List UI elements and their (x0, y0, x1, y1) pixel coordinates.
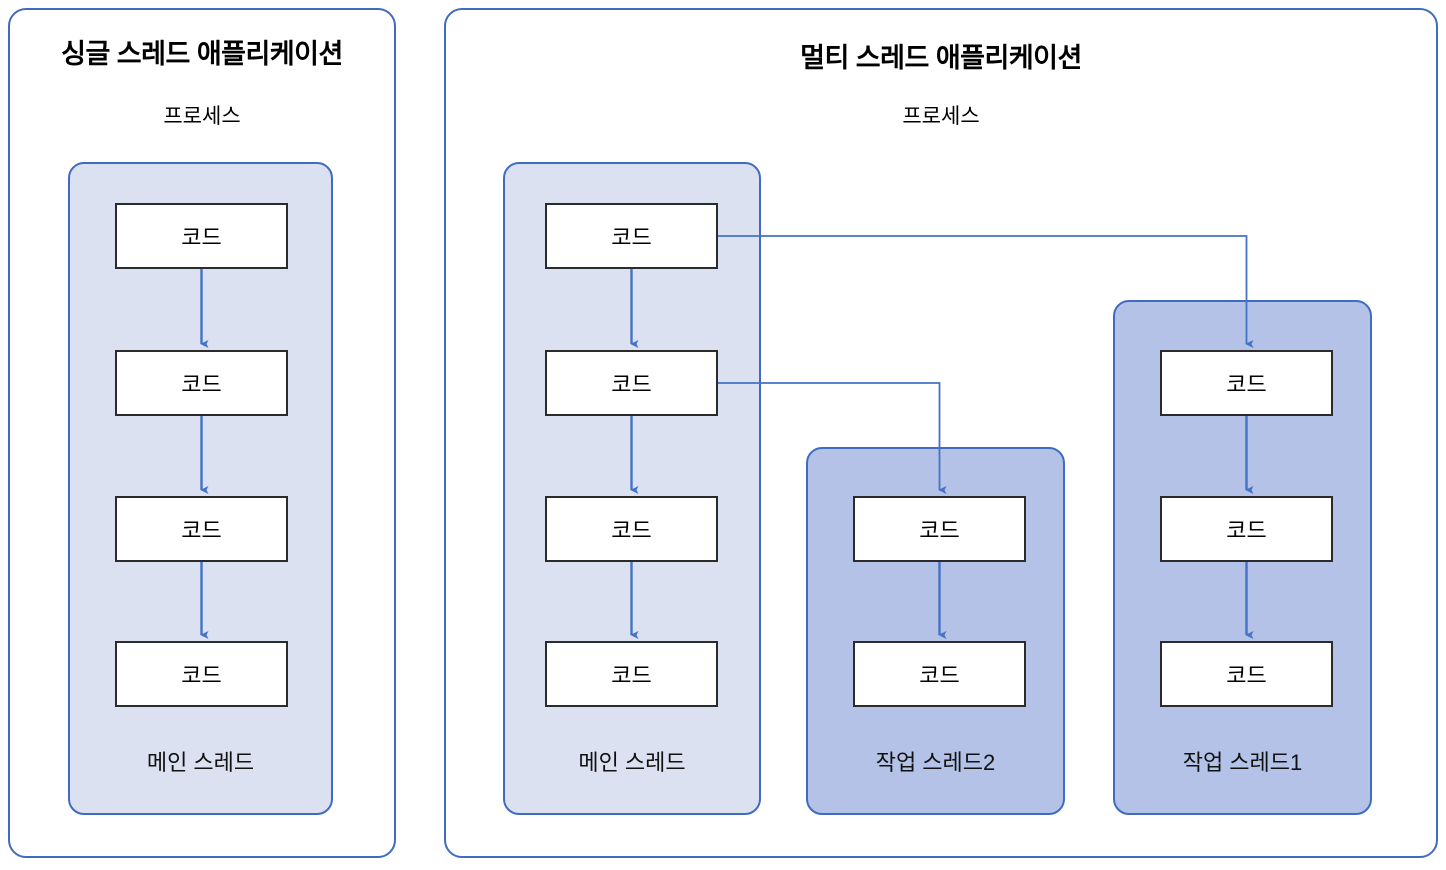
worker1-code-block-1: 코드 (1160, 350, 1333, 416)
worker-thread-1-label: 작업 스레드1 (1182, 750, 1303, 775)
worker1-code-block-3: 코드 (1160, 641, 1333, 707)
single-code-block-3: 코드 (115, 496, 288, 562)
multi-thread-title: 멀티 스레드 애플리케이션 (800, 43, 1082, 73)
single-code-block-2: 코드 (115, 350, 288, 416)
single-thread-subtitle: 프로세스 (163, 105, 241, 128)
multi-main-code-block-3: 코드 (545, 496, 718, 562)
worker2-code-block-1: 코드 (853, 496, 1026, 562)
single-main-thread-label: 메인 스레드 (146, 750, 255, 775)
multi-thread-subtitle: 프로세스 (902, 105, 980, 128)
multi-main-code-block-4: 코드 (545, 641, 718, 707)
single-thread-title: 싱글 스레드 애플리케이션 (61, 39, 343, 69)
single-code-block-1: 코드 (115, 203, 288, 269)
single-code-block-4: 코드 (115, 641, 288, 707)
worker-thread-2-label: 작업 스레드2 (875, 750, 996, 775)
worker1-code-block-2: 코드 (1160, 496, 1333, 562)
multi-main-thread-label: 메인 스레드 (578, 750, 686, 775)
worker2-code-block-2: 코드 (853, 641, 1026, 707)
multi-main-code-block-1: 코드 (545, 203, 718, 269)
multi-main-code-block-2: 코드 (545, 350, 718, 416)
